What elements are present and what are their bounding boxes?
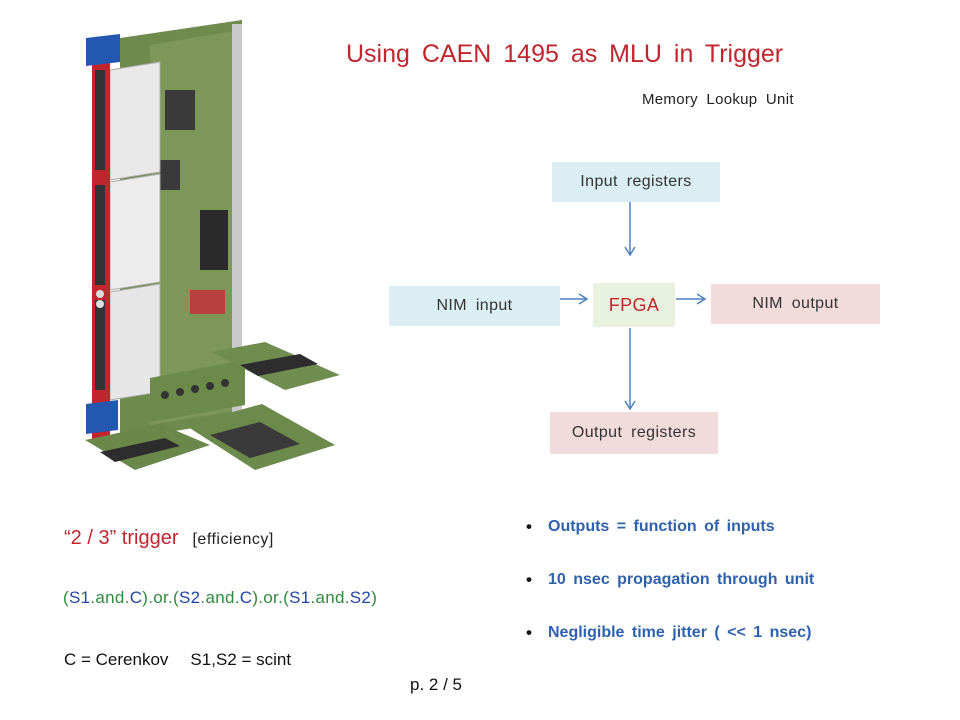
bullet-item: Outputs = function of inputs [526, 517, 814, 546]
logic-and: .and. [310, 588, 350, 607]
logic-s1: S1 [289, 588, 311, 607]
logic-s2: S2 [179, 588, 201, 607]
detector-legend: C = Cerenkov S1,S2 = scint [64, 650, 291, 670]
trigger-heading: “2 / 3” trigger [efficiency] [64, 527, 274, 550]
logic-and: .and. [90, 588, 130, 607]
lemo-connector-2 [96, 300, 104, 308]
bullet-item: Negligible time jitter ( << 1 nsec) [526, 623, 814, 652]
logic-or: ).or.( [142, 588, 180, 607]
connector-strip [232, 24, 242, 414]
chip-4 [160, 160, 180, 190]
page-subtitle: Memory Lookup Unit [642, 91, 794, 108]
bullet-item: 10 nsec propagation through unit [526, 570, 814, 599]
logic-paren: ( [63, 588, 69, 607]
trigger-logic-expression: (S1.and.C).or.(S2.and.C).or.(S1.and.S2) [63, 588, 377, 608]
logic-s1: S1 [68, 588, 91, 607]
page-number: p. 2 / 5 [410, 675, 462, 694]
page-title: Using CAEN 1495 as MLU in Trigger [346, 40, 784, 68]
logic-c: C [129, 588, 143, 607]
trigger-heading-text: “2 / 3” trigger [64, 527, 179, 549]
legend-scint: S1,S2 = scint [190, 650, 292, 669]
bottom-handle [86, 400, 118, 434]
legend-cerenkov: C = Cerenkov [64, 650, 169, 669]
top-handle [86, 34, 120, 66]
logic-or: ).or.( [252, 588, 290, 607]
chip-3 [190, 290, 225, 314]
fpga-box: FPGA [593, 283, 675, 327]
mezzanine-panel-1 [109, 61, 161, 181]
output-registers-box: Output registers [550, 412, 718, 454]
logic-s2: S2 [349, 588, 372, 607]
front-connector-2 [95, 185, 105, 285]
chip-2 [200, 210, 228, 270]
logic-c: C [239, 588, 253, 607]
lemo-connector-1 [96, 290, 104, 298]
efficiency-label: [efficiency] [192, 531, 274, 548]
feature-list: Outputs = function of inputs 10 nsec pro… [526, 517, 814, 677]
front-connector-3 [95, 300, 105, 390]
chip-1 [165, 90, 195, 130]
nim-input-box: NIM input [389, 286, 560, 326]
logic-and: .and. [200, 588, 240, 607]
input-registers-box: Input registers [552, 162, 720, 202]
mezzanine-panel-2 [109, 173, 161, 291]
nim-output-box: NIM output [711, 284, 880, 324]
logic-paren: ) [371, 588, 378, 607]
front-connector-1 [95, 70, 105, 170]
